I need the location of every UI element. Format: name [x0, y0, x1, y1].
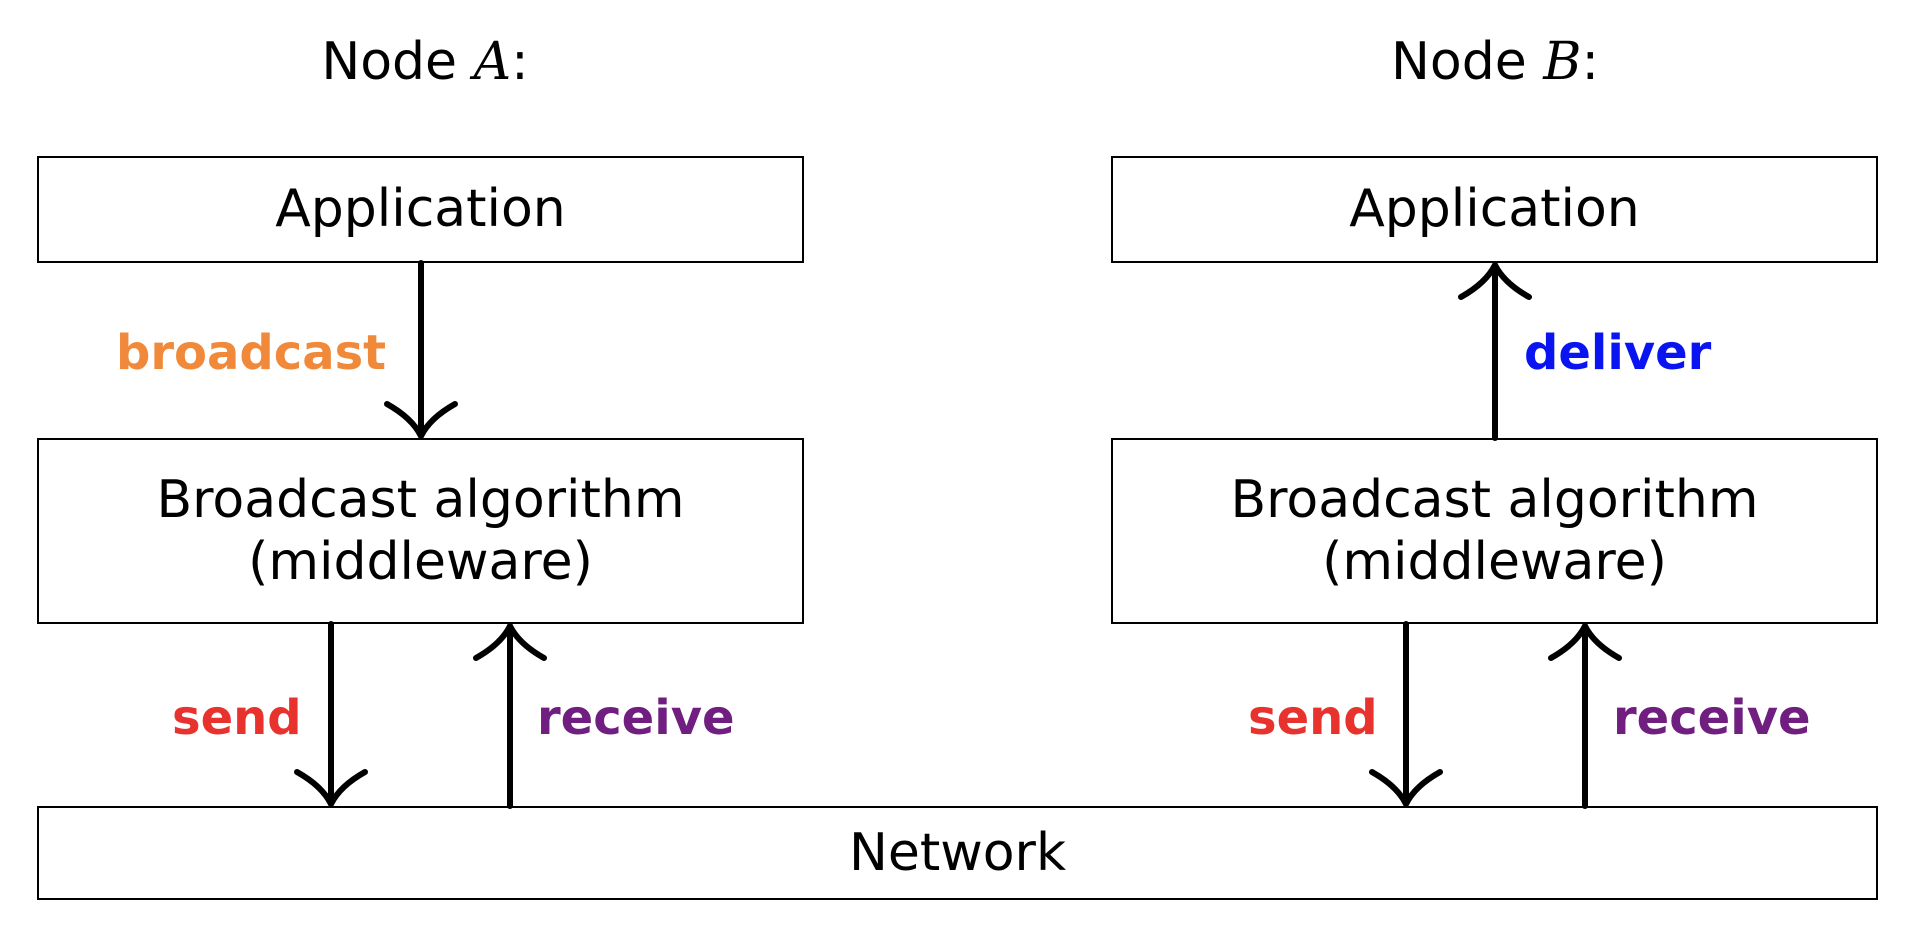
node-a-middleware-box: Broadcast algorithm (middleware) — [37, 438, 804, 624]
node-a-title-var: A — [473, 32, 512, 92]
node-b-title-prefix: Node — [1391, 32, 1544, 92]
node-b-receive-label: receive — [1613, 690, 1811, 746]
node-b-send-label: send — [1248, 690, 1378, 746]
node-b-middleware-box: Broadcast algorithm (middleware) — [1111, 438, 1878, 624]
node-a-application-box: Application — [37, 156, 804, 263]
node-a-receive-arrow — [473, 623, 547, 809]
node-a-application-label: Application — [275, 179, 566, 240]
node-a-send-arrow — [294, 621, 368, 807]
node-a-broadcast-arrow — [384, 260, 458, 439]
node-b-application-label: Application — [1349, 179, 1640, 240]
node-a-receive-label: receive — [537, 690, 735, 746]
node-a-middleware-line1: Broadcast algorithm — [156, 469, 685, 530]
node-b-middleware-line1: Broadcast algorithm — [1230, 469, 1759, 530]
node-a-send-label: send — [172, 690, 302, 746]
node-b-title-suffix: : — [1581, 32, 1599, 92]
node-a-middleware-line2: (middleware) — [248, 532, 593, 592]
network-box: Network — [37, 806, 1878, 900]
node-b-receive-arrow — [1548, 623, 1622, 809]
node-b-title: Node B: — [1295, 32, 1695, 92]
node-a-title-prefix: Node — [321, 32, 474, 92]
node-a-title: Node A: — [225, 32, 625, 92]
node-b-title-var: B — [1543, 32, 1582, 92]
node-b-middleware-line2: (middleware) — [1322, 532, 1667, 592]
node-b-send-arrow — [1369, 621, 1443, 807]
node-a-title-suffix: : — [511, 32, 529, 92]
node-b-deliver-label: deliver — [1524, 325, 1712, 381]
node-a-broadcast-label: broadcast — [116, 325, 387, 381]
network-label: Network — [848, 822, 1067, 883]
node-b-application-box: Application — [1111, 156, 1878, 263]
node-b-deliver-arrow — [1458, 262, 1532, 441]
